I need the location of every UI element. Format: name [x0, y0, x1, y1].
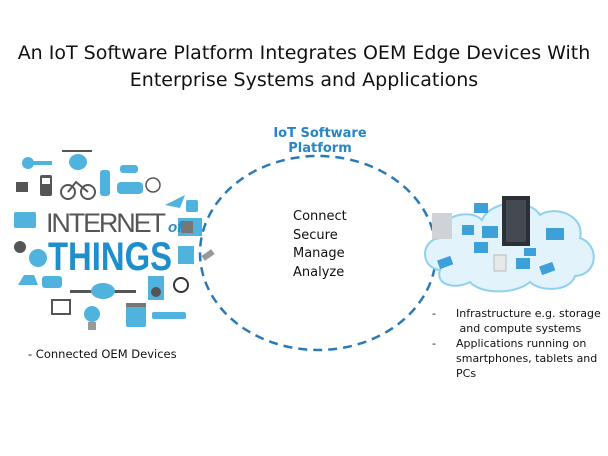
enterprise-list: - Infrastructure e.g. storage and comput…	[432, 306, 608, 381]
train-icon	[14, 212, 36, 228]
microwave-icon	[178, 218, 202, 236]
logo-word-of: of	[168, 219, 184, 236]
bullet-line: Infrastructure e.g. storage	[456, 307, 601, 320]
key-icon	[22, 157, 52, 169]
enterprise-item-infrastructure: - Infrastructure e.g. storage and comput…	[432, 306, 608, 336]
router-icon	[152, 312, 186, 319]
server-rack-icon	[502, 196, 530, 246]
tablet-icon	[437, 248, 556, 276]
capability-connect: Connect	[293, 209, 347, 224]
helicopter-drone-icon	[62, 150, 92, 170]
bullet-line: PCs	[456, 367, 477, 380]
alarm-clock-icon	[173, 277, 189, 293]
capability-manage: Manage	[293, 246, 345, 261]
car-icon	[117, 182, 143, 194]
diagram-title: An IoT Software Platform Integrates OEM …	[0, 40, 608, 94]
storage-box-icon	[432, 213, 452, 239]
logo-word-things: THINGS	[48, 235, 172, 279]
pc-tower-icon	[493, 254, 507, 272]
logo-word-internet: INTERNET	[46, 208, 166, 238]
gear-icon	[14, 241, 47, 267]
bottle-icon	[100, 170, 110, 196]
oem-devices-caption: - Connected OEM Devices	[28, 347, 177, 361]
title-line-1: An IoT Software Platform Integrates OEM …	[17, 42, 591, 64]
title-line-2: Enterprise Systems and Applications	[129, 69, 479, 91]
bullet-dash: -	[432, 307, 436, 320]
bullet-dash: -	[432, 337, 436, 350]
capability-analyze: Analyze	[293, 264, 345, 280]
bullet-line: Applications running on	[456, 337, 587, 350]
telephone-icon	[42, 276, 62, 288]
platform-capabilities: Connect Secure Manage Analyze	[293, 208, 347, 282]
tv-icon	[51, 299, 71, 315]
platform-label: IoT Software Platform	[273, 126, 367, 156]
airplane-small-icon	[165, 195, 185, 208]
iot-devices-illustration	[14, 150, 215, 330]
trash-icon	[178, 246, 194, 264]
bus-icon	[126, 303, 146, 327]
lock-icon	[186, 200, 198, 212]
fan-icon	[145, 177, 161, 193]
iron-icon	[18, 275, 38, 285]
laptop-icon	[462, 225, 530, 269]
lightbulb-icon	[84, 306, 100, 330]
bullet-line: smartphones, tablets and	[456, 352, 598, 365]
bullet-line: and compute systems	[456, 322, 582, 335]
monitor-icon	[474, 203, 564, 240]
phone-icon	[40, 175, 52, 196]
airplane-large-icon	[70, 283, 136, 299]
enterprise-cloud-illustration	[424, 196, 595, 293]
capability-secure: Secure	[293, 227, 338, 243]
enterprise-item-applications: - Applications running on smartphones, ta…	[432, 336, 608, 381]
bathtub-icon	[120, 165, 138, 173]
plug-icon	[201, 249, 215, 261]
bicycle-icon	[60, 180, 96, 200]
plant-icon	[16, 182, 28, 192]
speaker-icon	[148, 276, 164, 300]
